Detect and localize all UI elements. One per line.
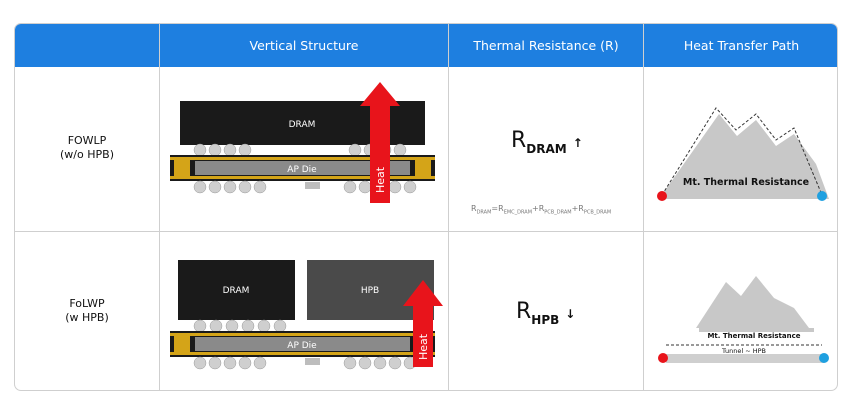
fowlp-structure-diagram: DRAM AP Die Heat: [170, 82, 435, 203]
ap-die: [195, 337, 410, 351]
hpb-block: [307, 260, 434, 320]
thermal-resistance-mountain: [659, 114, 829, 199]
r-symbol: R: [511, 128, 527, 153]
heat-arrow-label: Heat: [417, 333, 430, 360]
heat-arrow-label: Heat: [374, 166, 387, 193]
column-divider: [159, 24, 160, 390]
row-label-line1: FoLWP: [69, 297, 105, 310]
tunnel-label: Tunnel ~ HPB: [721, 347, 766, 355]
folwp-structure-diagram: DRAM HPB AP Die Heat: [170, 260, 443, 370]
thermal-resistance-hpb: RHPB ↓: [516, 299, 575, 327]
heat-source-dot: [657, 191, 667, 201]
hpb-tunnel: [666, 354, 824, 363]
r-subscript: DRAM: [526, 142, 567, 156]
comparison-table: Vertical Structure Thermal Resistance (R…: [14, 23, 838, 391]
row-label-fowlp: FOWLP (w/o HPB): [15, 134, 159, 162]
row-label-line2: (w/o HPB): [60, 148, 114, 161]
decrease-arrow-icon: ↓: [565, 307, 576, 321]
folwp-heat-path-diagram: Mt. Thermal Resistance Tunnel ~ HPB: [658, 276, 829, 363]
header-vertical-structure: Vertical Structure: [249, 38, 359, 53]
lower-solder-balls: [193, 356, 417, 370]
heat-sink-dot: [819, 353, 829, 363]
row-divider: [15, 231, 837, 232]
heat-arrow: [360, 82, 400, 203]
hpb-block-label: HPB: [361, 286, 379, 296]
r-symbol: R: [516, 299, 532, 324]
heat-sink-dot: [817, 191, 827, 201]
mountain-label: Mt. Thermal Resistance: [707, 332, 800, 340]
row-label-folwp: FoLWP (w HPB): [15, 297, 159, 325]
thermal-resistance-formula: RDRAM=REMC_DRAM+RPCB_DRAM+RPCB_DRAM: [471, 204, 612, 216]
header-thermal-resistance: Thermal Resistance (R): [473, 38, 619, 53]
header-heat-transfer-path: Heat Transfer Path: [683, 38, 800, 53]
column-divider: [448, 24, 449, 390]
heat-path-line: [661, 107, 823, 196]
ap-die-label: AP Die: [287, 165, 317, 175]
fowlp-heat-path-diagram: Mt. Thermal Resistance: [657, 107, 829, 201]
dram-chip-label: DRAM: [223, 286, 250, 296]
thermal-resistance-mountain: [696, 276, 809, 328]
heat-arrow: [403, 280, 443, 367]
thermal-resistance-dram: RDRAM ↑: [511, 128, 583, 156]
row-label-line2: (w HPB): [65, 311, 109, 324]
mountain-label: Mt. Thermal Resistance: [683, 177, 809, 188]
ap-die: [195, 161, 410, 175]
heat-source-dot: [658, 353, 668, 363]
dram-chip: [178, 260, 295, 320]
lower-solder-balls: [193, 180, 417, 194]
header-blank-cell: [15, 24, 159, 67]
dram-chip-label: DRAM: [289, 120, 316, 130]
row-label-line1: FOWLP: [67, 134, 107, 147]
ap-die-label: AP Die: [287, 341, 317, 351]
upper-solder-balls: [193, 319, 287, 333]
r-subscript: HPB: [531, 313, 560, 327]
column-divider: [643, 24, 644, 390]
table-header: Vertical Structure Thermal Resistance (R…: [15, 24, 837, 67]
increase-arrow-icon: ↑: [572, 136, 583, 150]
